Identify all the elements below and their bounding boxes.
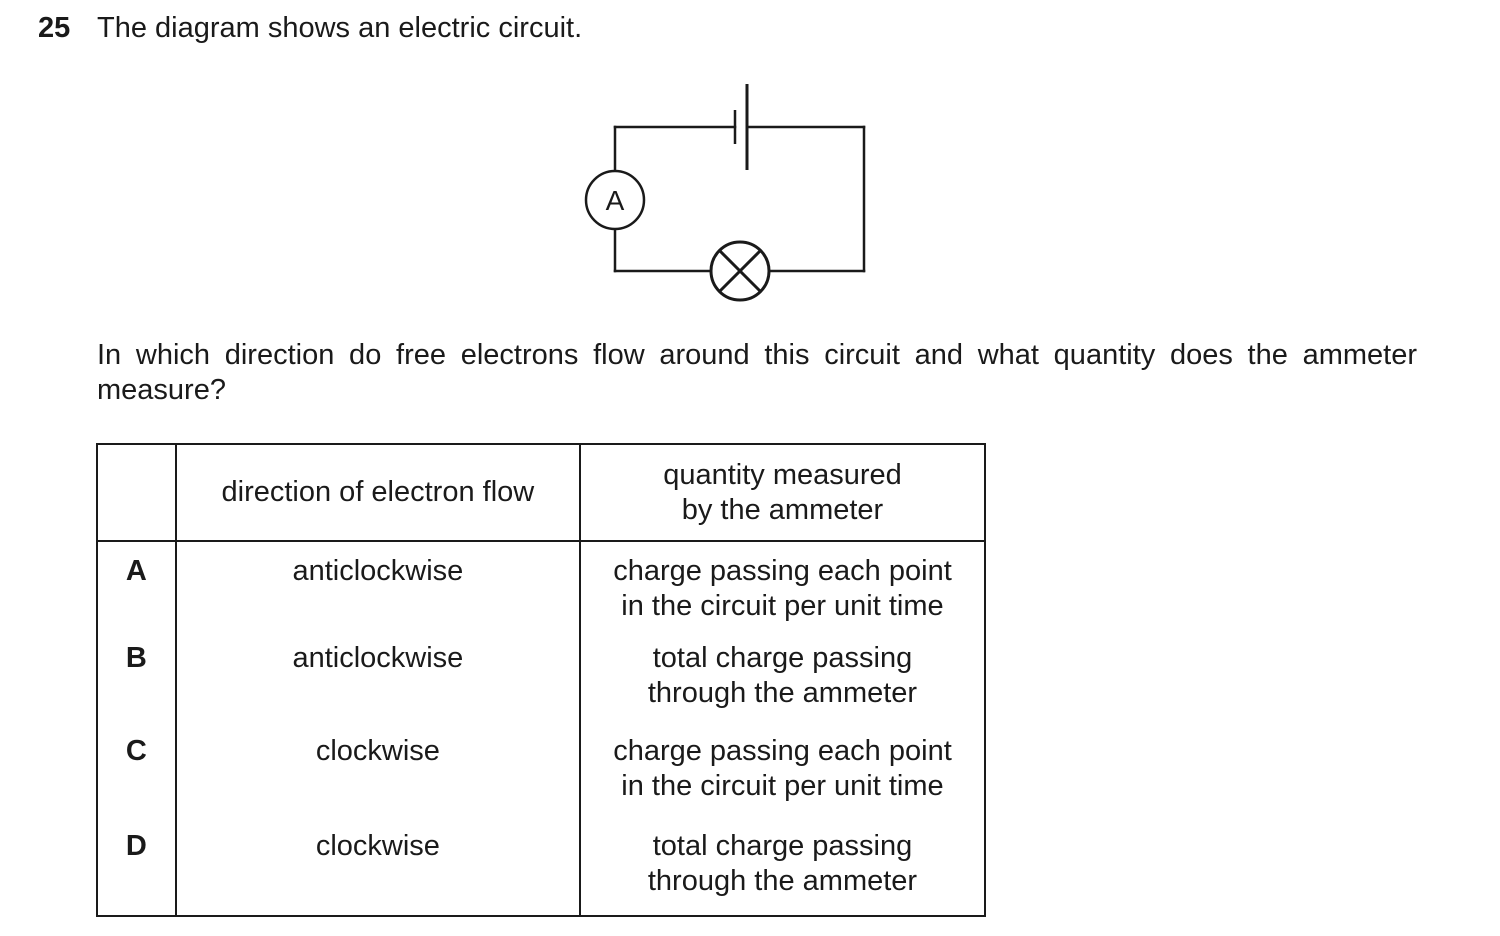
header-quantity-line1: quantity measured [663, 458, 902, 491]
option-letter: C [96, 731, 177, 826]
header-letter-cell [96, 443, 177, 542]
option-quantity: total charge passing through the ammeter [579, 826, 987, 917]
header-direction: direction of electron flow [175, 443, 581, 542]
option-direction: clockwise [175, 826, 581, 917]
table-header-row: direction of electron flow quantity meas… [96, 443, 987, 542]
option-letter: B [96, 637, 177, 731]
option-quantity-line2: through the ammeter [647, 677, 918, 709]
option-quantity-line1: total charge passing [652, 642, 913, 674]
option-quantity: charge passing each point in the circuit… [579, 541, 987, 637]
option-quantity: total charge passing through the ammeter [579, 637, 987, 731]
option-quantity-line2: in the circuit per unit time [621, 590, 944, 622]
option-letter: A [96, 541, 177, 637]
ammeter-icon: A [584, 169, 646, 231]
option-quantity-line2: through the ammeter [647, 865, 918, 897]
cell-icon [733, 84, 749, 170]
header-quantity-line2: by the ammeter [681, 493, 884, 526]
header-quantity: quantity measured by the ammeter [579, 443, 987, 542]
table-row-option-a[interactable]: A anticlockwise charge passing each poin… [96, 541, 987, 637]
answer-options-table: direction of electron flow quantity meas… [96, 443, 987, 917]
option-quantity-line1: charge passing each point [613, 735, 952, 767]
ammeter-label: A [606, 185, 625, 216]
option-letter: D [96, 826, 177, 917]
question-number: 25 [38, 12, 71, 44]
question-prompt: In which direction do free electrons flo… [97, 339, 1417, 406]
circuit-diagram: A [584, 84, 866, 302]
option-direction: anticlockwise [175, 541, 581, 637]
option-direction: clockwise [175, 731, 581, 826]
question-stem: The diagram shows an electric circuit. [97, 12, 583, 44]
table-row-option-d[interactable]: D clockwise total charge passing through… [96, 826, 987, 917]
table-row-option-b[interactable]: B anticlockwise total charge passing thr… [96, 637, 987, 731]
option-direction: anticlockwise [175, 637, 581, 731]
option-quantity: charge passing each point in the circuit… [579, 731, 987, 826]
option-quantity-line2: in the circuit per unit time [621, 770, 944, 802]
table-row-option-c[interactable]: C clockwise charge passing each point in… [96, 731, 987, 826]
lamp-icon [709, 240, 771, 302]
option-quantity-line1: total charge passing [652, 830, 913, 862]
option-quantity-line1: charge passing each point [613, 555, 952, 587]
